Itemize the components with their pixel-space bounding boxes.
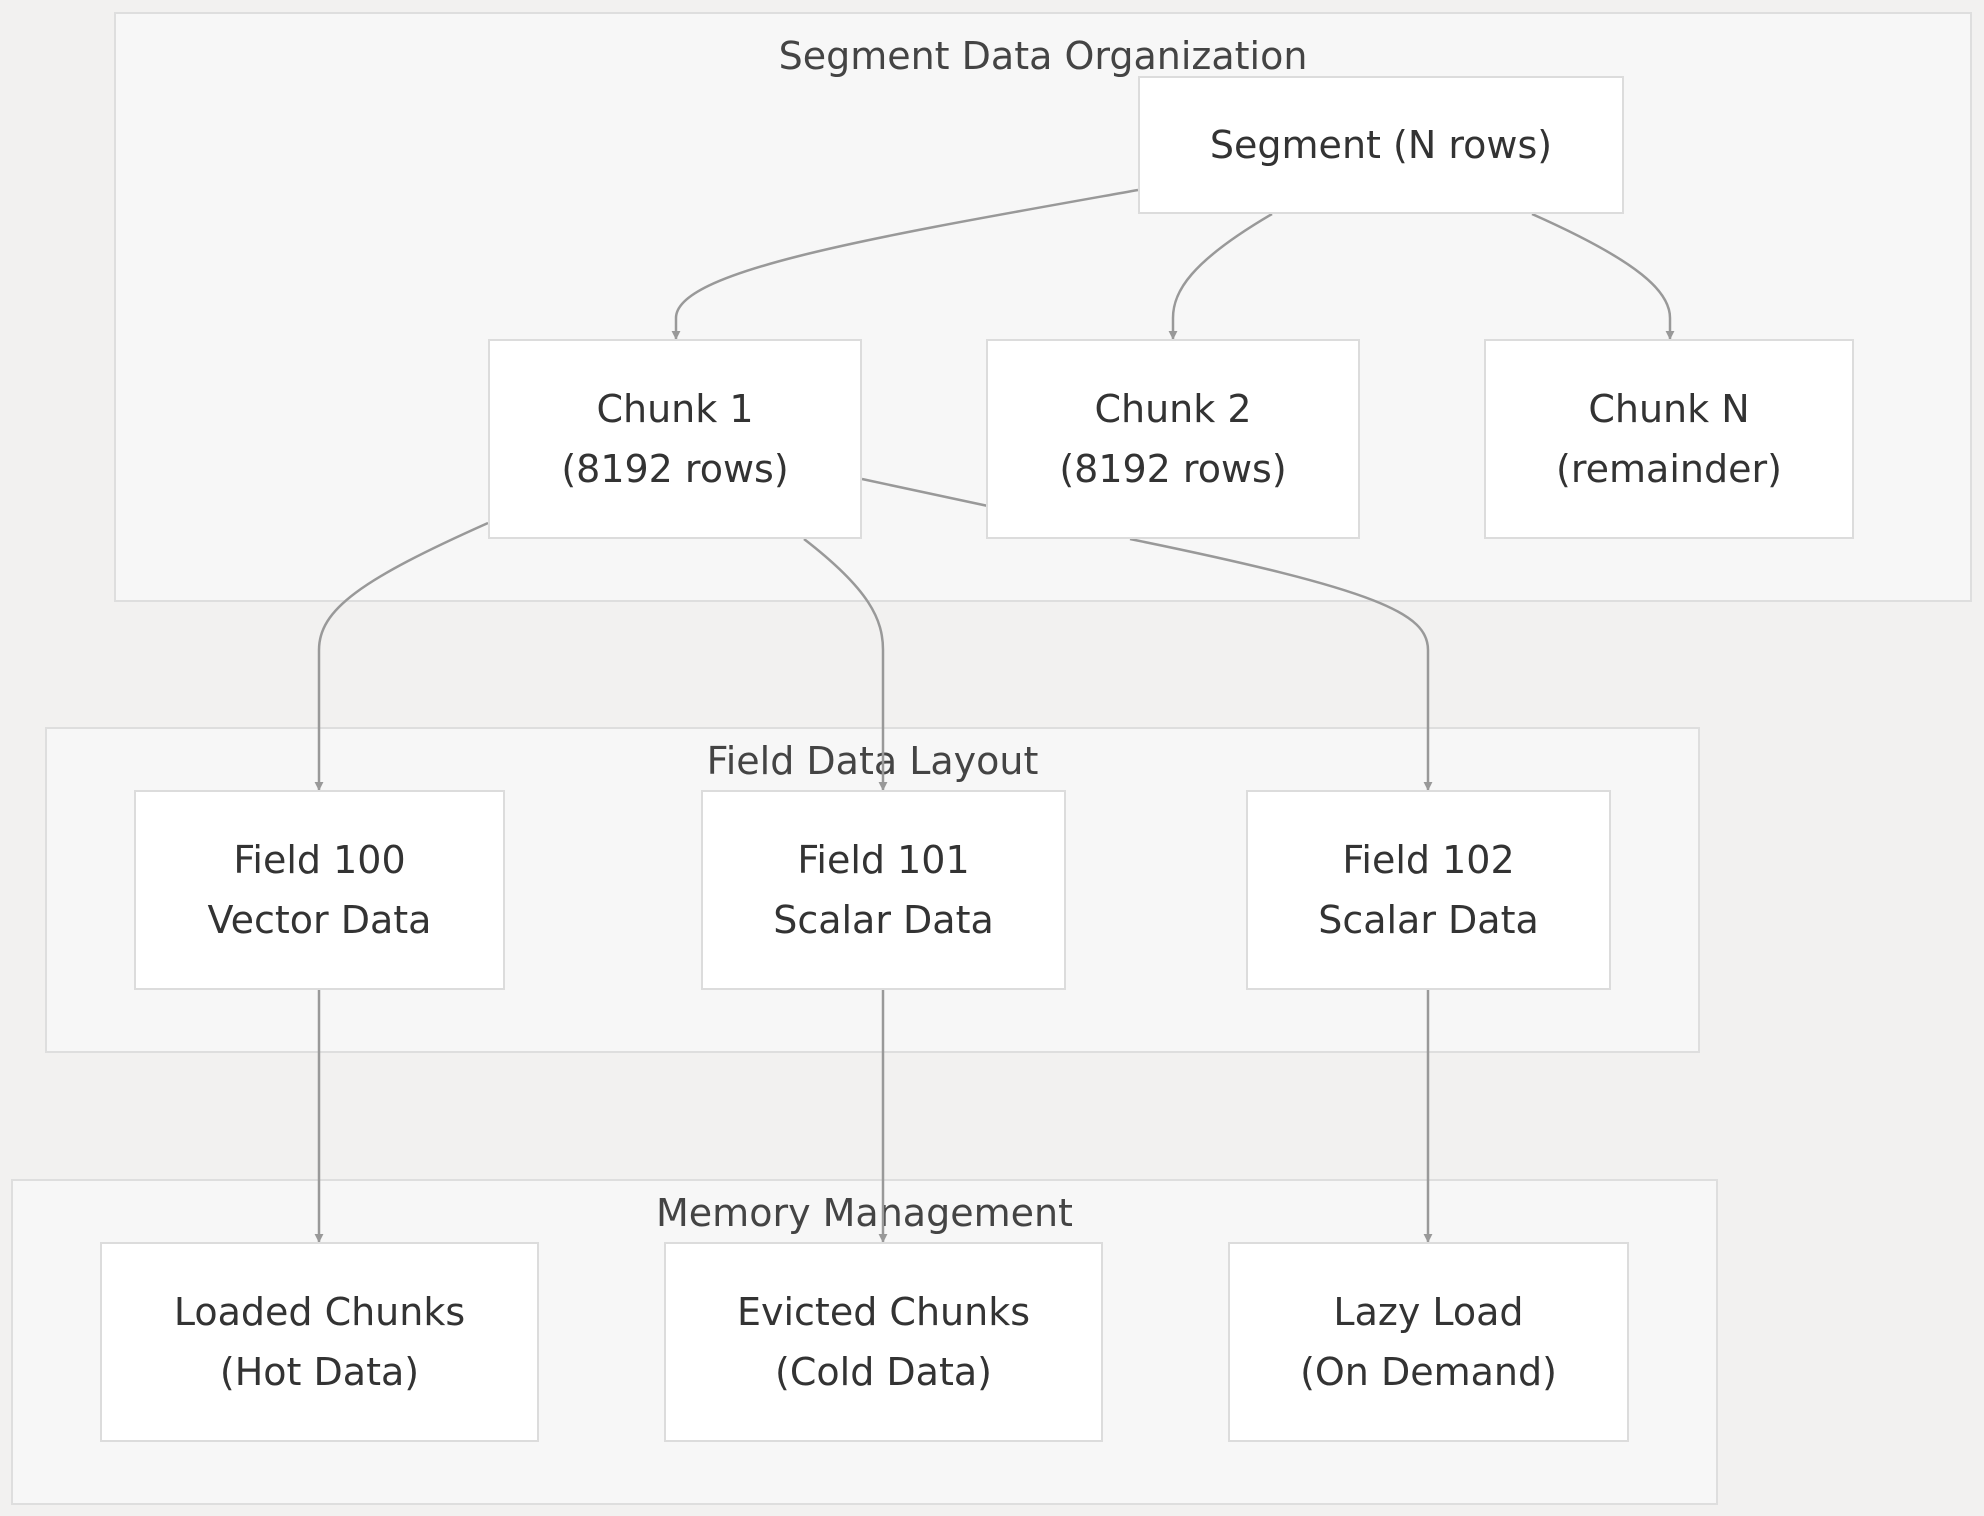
node-field-101: Field 101 Scalar Data (701, 790, 1066, 990)
node-field-101-line2: Scalar Data (773, 898, 994, 942)
node-field-100-line2: Vector Data (207, 898, 432, 942)
node-field-102: Field 102 Scalar Data (1246, 790, 1611, 990)
node-evicted-chunks-line1: Evicted Chunks (736, 1290, 1030, 1334)
node-chunk-n: Chunk N (remainder) (1484, 339, 1854, 539)
group-title-memory: Memory Management (656, 1191, 1073, 1235)
node-chunk-2-line2: (8192 rows) (1059, 447, 1287, 491)
node-chunk-n-line1: Chunk N (1588, 387, 1750, 431)
node-field-102-line1: Field 102 (1342, 838, 1515, 882)
node-chunk-2-line1: Chunk 2 (1094, 387, 1252, 431)
node-loaded-chunks-line1: Loaded Chunks (173, 1290, 466, 1334)
node-chunk-n-line2: (remainder) (1556, 447, 1782, 491)
node-loaded-chunks-line2: (Hot Data) (219, 1350, 420, 1394)
node-chunk-2: Chunk 2 (8192 rows) (986, 339, 1360, 539)
node-lazy-load-line2: (On Demand) (1300, 1350, 1557, 1394)
node-evicted-chunks-line2: (Cold Data) (775, 1350, 992, 1394)
node-segment-label: Segment (N rows) (1209, 123, 1553, 167)
node-segment: Segment (N rows) (1138, 76, 1624, 214)
group-title-segment: Segment Data Organization (778, 34, 1308, 78)
node-evicted-chunks: Evicted Chunks (Cold Data) (664, 1242, 1103, 1442)
node-field-101-line1: Field 101 (797, 838, 970, 882)
node-field-102-line2: Scalar Data (1318, 898, 1539, 942)
node-loaded-chunks: Loaded Chunks (Hot Data) (100, 1242, 539, 1442)
node-field-100-line1: Field 100 (233, 838, 406, 882)
node-lazy-load-line1: Lazy Load (1333, 1290, 1524, 1334)
node-field-100: Field 100 Vector Data (134, 790, 505, 990)
node-chunk-1-line2: (8192 rows) (561, 447, 789, 491)
node-chunk-1-line1: Chunk 1 (596, 387, 754, 431)
node-chunk-1: Chunk 1 (8192 rows) (488, 339, 862, 539)
node-lazy-load: Lazy Load (On Demand) (1228, 1242, 1629, 1442)
group-title-field: Field Data Layout (706, 739, 1039, 783)
